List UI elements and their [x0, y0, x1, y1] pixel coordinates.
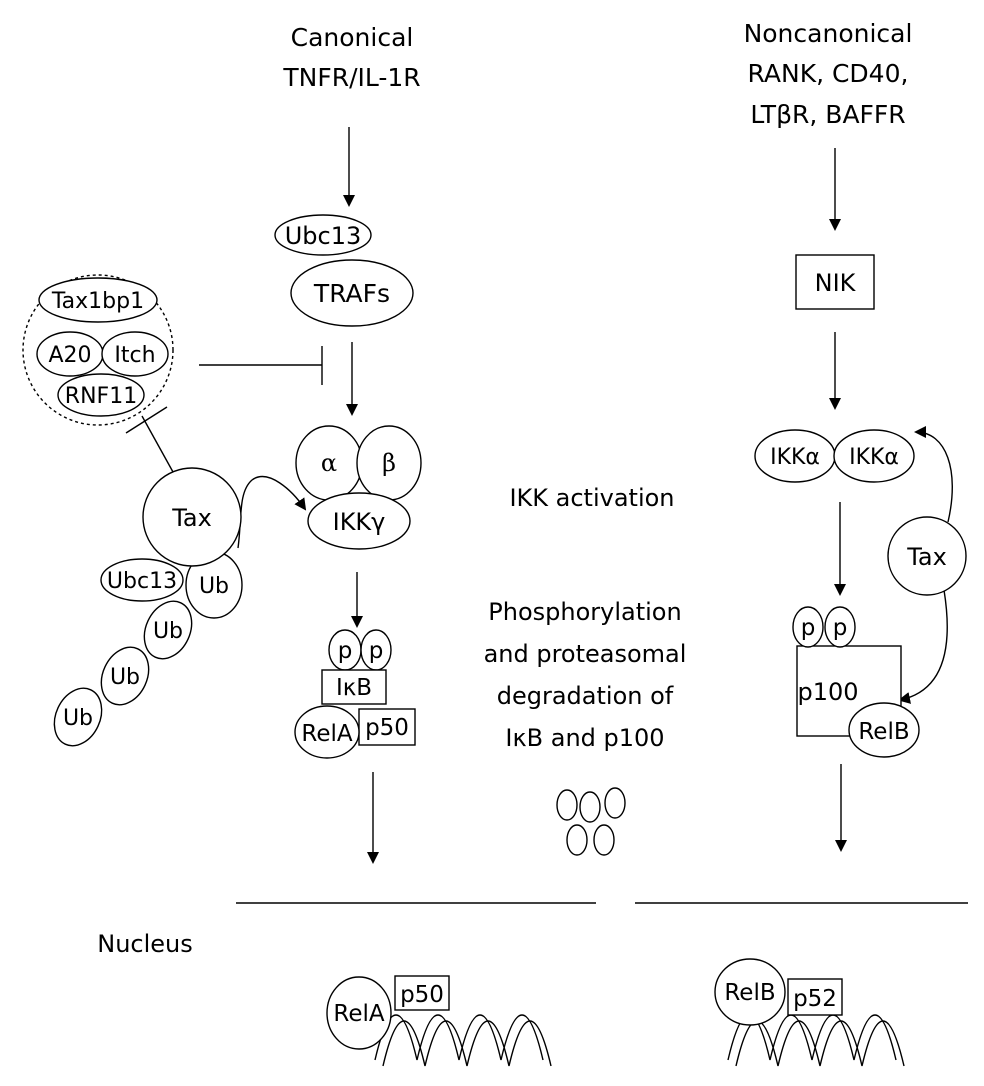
noncanonical-title-line3: LTβR, BAFFR — [750, 100, 905, 129]
arrow-tax-to-p100 — [898, 589, 948, 704]
rnf11-node — [57, 373, 145, 417]
canonical-phospho-right-label: p — [369, 638, 384, 664]
nuclear-rela-label: RelA — [333, 1001, 384, 1027]
nuclear-p50-label: p50 — [400, 982, 444, 1008]
rela-label: RelA — [301, 721, 352, 747]
tax-right-label: Tax — [906, 543, 947, 571]
ub-node-2 — [143, 600, 193, 660]
degraded-fragment-4 — [566, 824, 588, 856]
noncanonical-title-line1: Noncanonical — [744, 19, 913, 48]
nik-box — [795, 254, 875, 310]
ub-label-4: Ub — [63, 706, 93, 731]
tax-inhibition-bar — [125, 406, 168, 434]
ub-label-2: Ub — [153, 619, 183, 644]
phosphorylation-line3: degradation of — [497, 682, 674, 710]
p50-label: p50 — [365, 715, 409, 741]
ikb-label: IκB — [336, 675, 372, 701]
degraded-fragment-1 — [556, 789, 578, 821]
ikk-alpha-node-2 — [833, 429, 915, 483]
nik-label: NIK — [815, 269, 857, 297]
trafs-node — [290, 259, 414, 327]
tax-inhibition-line — [141, 415, 174, 473]
tax1bp1-node — [38, 277, 158, 323]
ikk-gamma-label: IKKγ — [333, 508, 386, 536]
dna-helix-left-strand-2 — [382, 1020, 552, 1067]
ikk-beta-label: β — [382, 449, 396, 477]
a20-label: A20 — [48, 343, 91, 368]
ub-label-1: Ub — [199, 574, 229, 599]
ikk-activation-label: IKK activation — [509, 484, 674, 512]
arrow-tax-to-ikk-gamma — [237, 475, 307, 549]
noncanonical-phospho-left-label: p — [801, 615, 816, 641]
ubc13-node — [274, 214, 372, 256]
tax-left-node — [142, 467, 242, 567]
ub-node-4 — [53, 687, 103, 747]
nuclear-relb-label: RelB — [724, 980, 775, 1006]
ubc13-label: Ubc13 — [285, 222, 362, 250]
ikk-alpha-label-1: IKKα — [770, 445, 820, 470]
nuclear-relb-node — [714, 958, 786, 1026]
ubc13-tax-label: Ubc13 — [107, 569, 177, 594]
degraded-fragment-3 — [604, 787, 626, 819]
trafs-label: TRAFs — [313, 279, 390, 308]
noncanonical-phospho-right — [824, 606, 856, 648]
dna-helix-left-strand-1 — [374, 1014, 544, 1061]
noncanonical-title-line2: RANK, CD40, — [748, 59, 909, 88]
ubc13-tax-node — [100, 558, 184, 602]
arrow-tax-to-ikk-alpha — [914, 426, 953, 523]
rnf11-label: RNF11 — [65, 384, 137, 409]
ub-label-3: Ub — [110, 665, 140, 690]
tax-left-label: Tax — [171, 504, 212, 532]
degraded-fragment-5 — [593, 824, 615, 856]
ikb-box — [321, 669, 387, 705]
degraded-fragment-2 — [579, 791, 601, 823]
canonical-phospho-left-label: p — [338, 638, 353, 664]
p100-label: p100 — [797, 678, 858, 706]
itch-node — [101, 331, 169, 377]
dna-helix-right-strand-2 — [735, 1020, 905, 1067]
inhibitor-complex-boundary — [22, 274, 174, 426]
itch-label: Itch — [114, 343, 155, 368]
tax-right-node — [887, 516, 967, 596]
nuclear-p50-box — [394, 975, 450, 1011]
phosphorylation-line2: and proteasomal — [484, 640, 687, 668]
relb-label: RelB — [858, 719, 909, 745]
canonical-title-line2: TNFR/IL-1R — [282, 63, 420, 92]
ikk-alpha-label-2: IKKα — [849, 445, 899, 470]
tax1bp1-label: Tax1bp1 — [51, 289, 144, 314]
ikk-gamma-node — [307, 492, 411, 550]
relb-node — [848, 702, 920, 758]
phosphorylation-line1: Phosphorylation — [488, 598, 681, 626]
canonical-title-line1: Canonical — [291, 23, 414, 52]
noncanonical-phospho-right-label: p — [833, 615, 848, 641]
nuclear-p52-label: p52 — [793, 986, 837, 1012]
phosphorylation-line4: IκB and p100 — [505, 724, 664, 752]
nuclear-rela-node — [326, 976, 392, 1050]
noncanonical-phospho-left — [792, 606, 824, 648]
ikk-alpha-label: α — [321, 449, 337, 477]
rela-node — [294, 705, 360, 759]
ub-node-3 — [100, 646, 150, 706]
nucleus-label: Nucleus — [97, 930, 193, 958]
nuclear-p52-box — [787, 978, 843, 1016]
